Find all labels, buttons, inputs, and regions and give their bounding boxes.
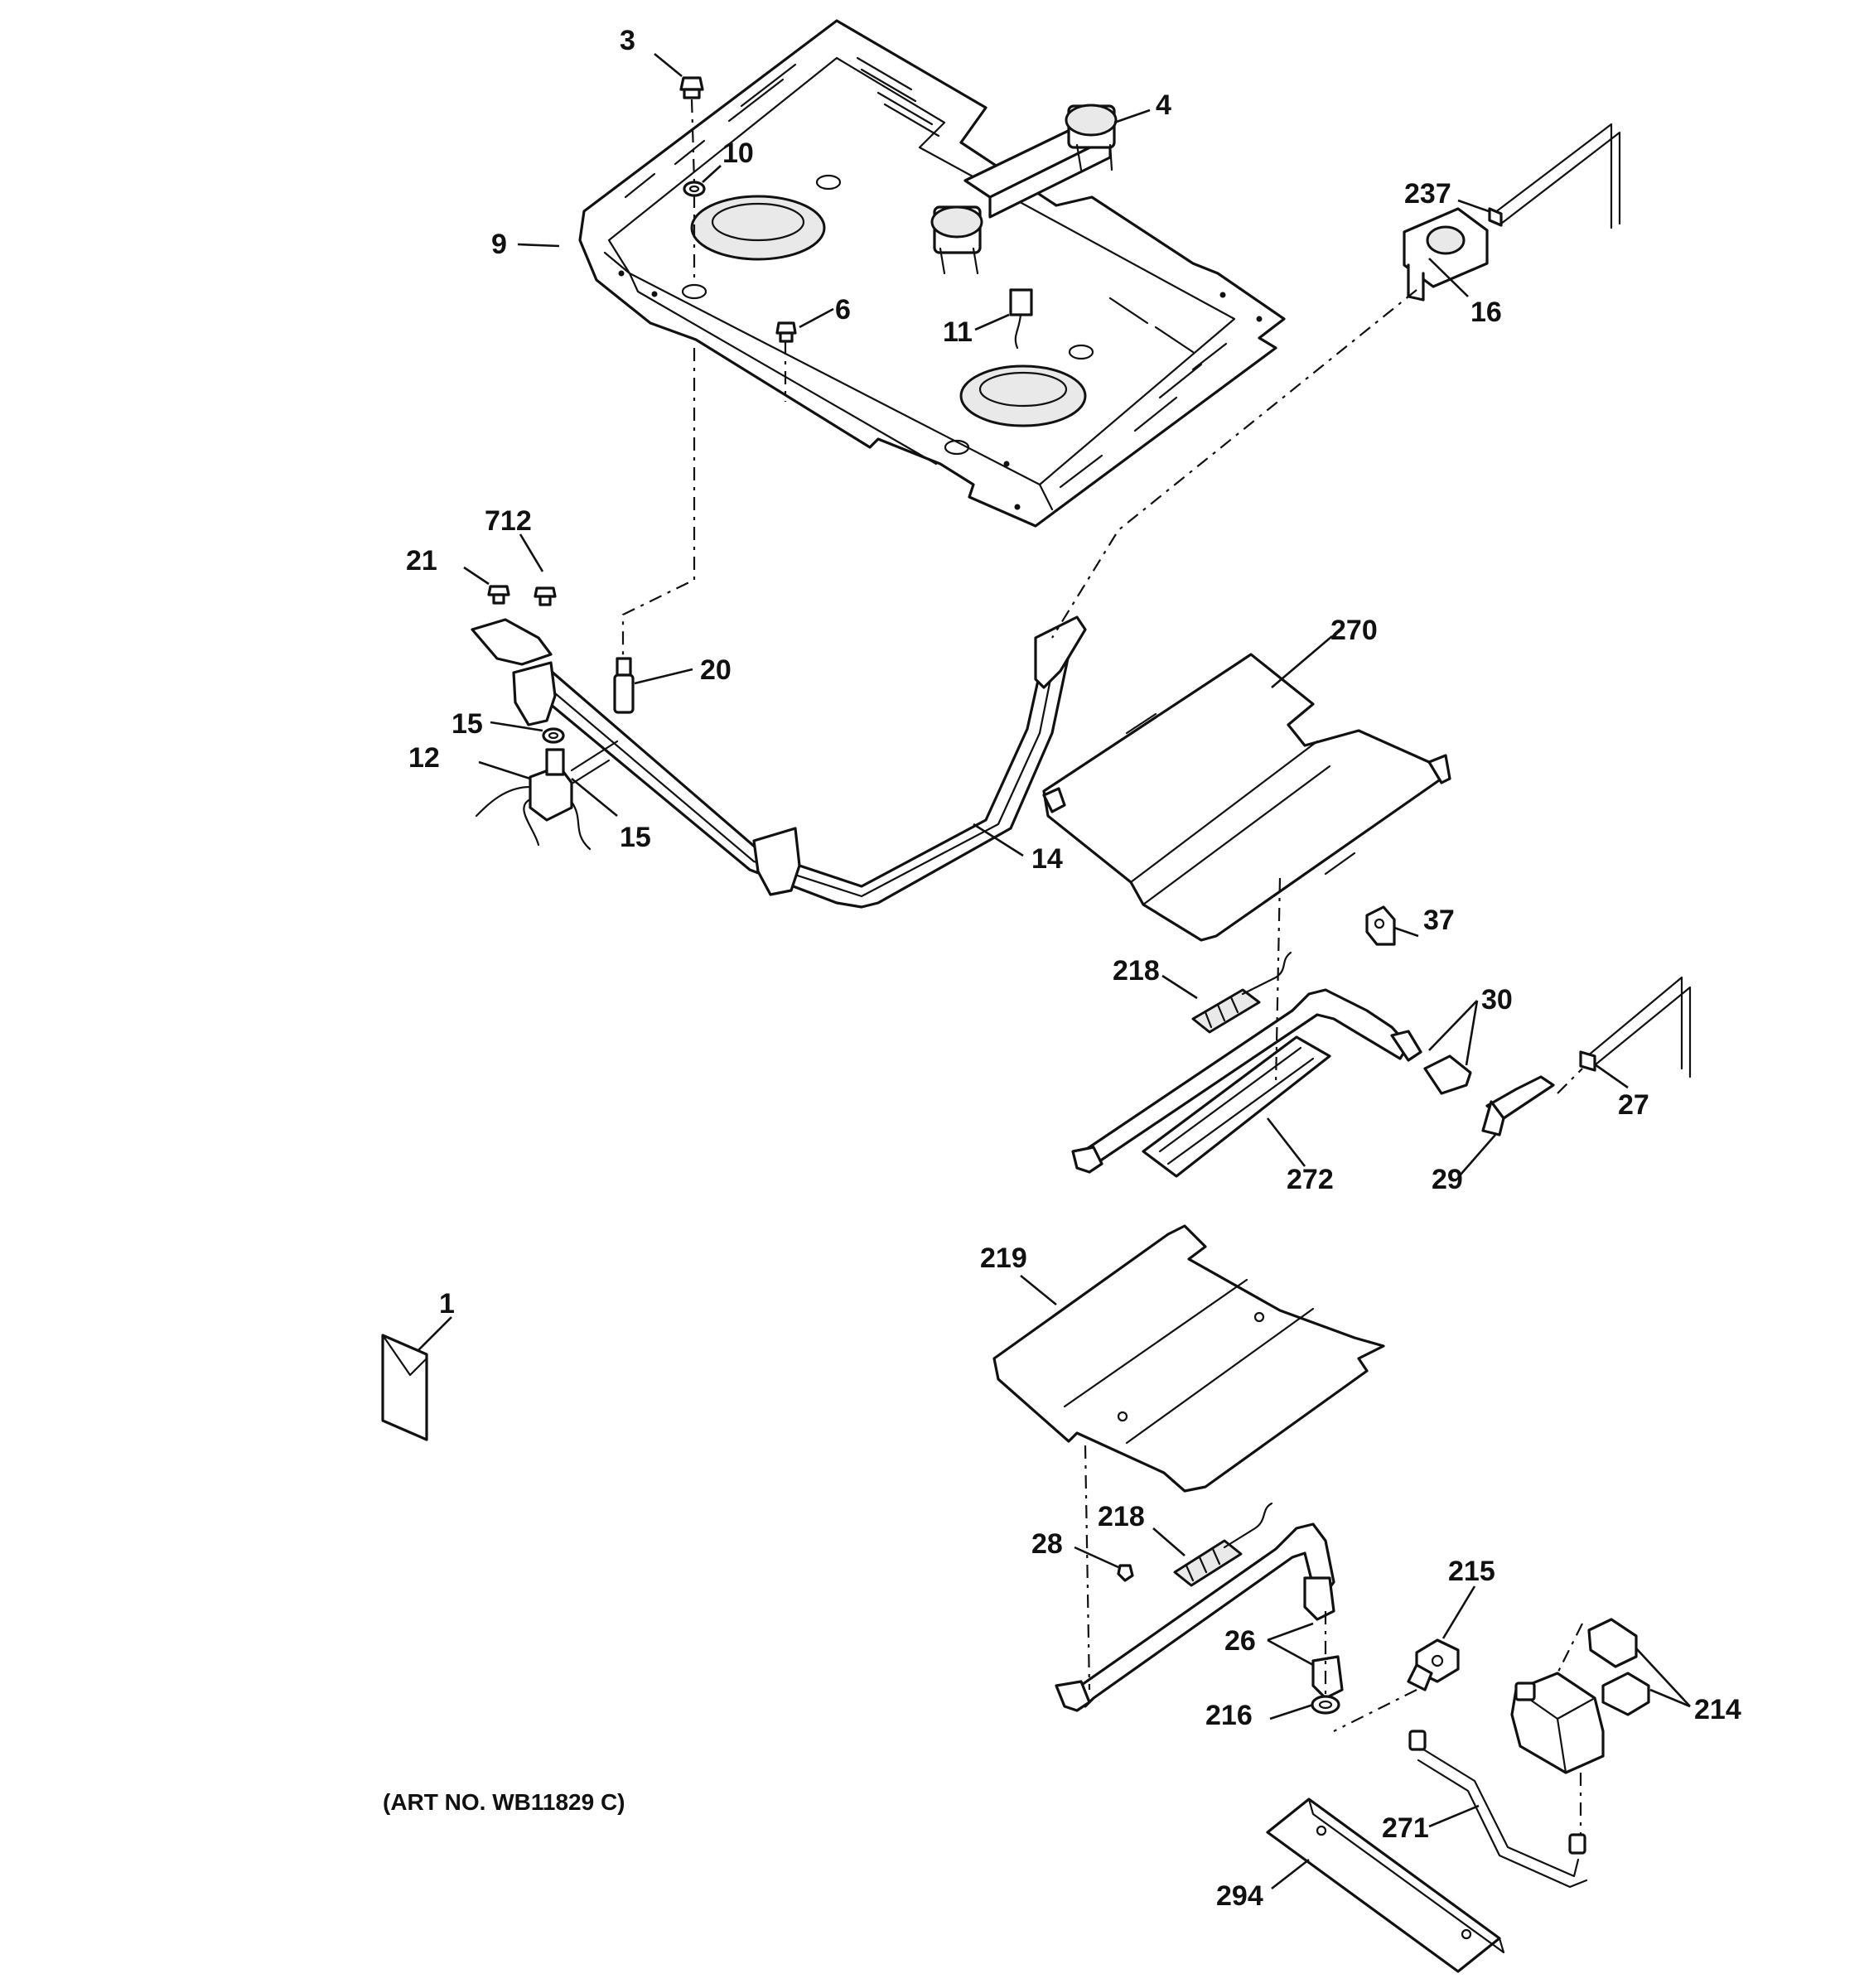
callout-9: 9	[491, 229, 507, 260]
callout-4: 4	[1156, 89, 1171, 121]
callout-15b: 15	[620, 822, 651, 853]
part-1-literature	[381, 1334, 428, 1441]
callout-11: 11	[943, 316, 973, 348]
callout-1: 1	[439, 1288, 455, 1320]
callout-218b: 218	[1098, 1501, 1145, 1532]
art-number: (ART NO. WB11829 C)	[383, 1789, 625, 1815]
leader-lines	[418, 52, 1691, 1890]
callout-218a: 218	[1113, 955, 1160, 987]
callout-16: 16	[1470, 297, 1502, 328]
callout-214: 214	[1694, 1694, 1741, 1725]
part-29-elbow	[1481, 1075, 1555, 1136]
callout-272: 272	[1287, 1164, 1334, 1195]
callout-271: 271	[1382, 1812, 1429, 1844]
part-14-manifold	[471, 615, 1087, 909]
callout-6: 6	[835, 294, 851, 326]
callout-15a: 15	[452, 708, 483, 740]
callout-21: 21	[406, 545, 437, 577]
part-10-washer	[683, 181, 706, 197]
part-37-bracket	[1365, 905, 1396, 946]
part-214-safety-valve	[1510, 1618, 1650, 1774]
part-237-fitting	[1488, 123, 1621, 229]
callout-712: 712	[485, 505, 532, 537]
callout-28: 28	[1031, 1528, 1063, 1560]
part-27-gas-line	[1579, 976, 1692, 1078]
callout-30: 30	[1481, 984, 1513, 1016]
part-4-igniter-switches	[930, 104, 1118, 275]
callout-216: 216	[1205, 1700, 1253, 1731]
callout-215: 215	[1448, 1556, 1495, 1587]
part-272-burner-baffle	[1142, 1035, 1331, 1178]
callout-270: 270	[1330, 615, 1378, 646]
alignment-lines	[621, 99, 1583, 1835]
part-16-orifice-bracket	[1403, 207, 1489, 302]
callout-37: 37	[1423, 905, 1455, 936]
part-20-orifice	[613, 657, 635, 714]
part-712-screw	[534, 586, 557, 606]
callout-14: 14	[1031, 843, 1063, 875]
part-28-clip	[1117, 1564, 1134, 1582]
callout-26: 26	[1224, 1625, 1256, 1657]
callout-27: 27	[1618, 1089, 1649, 1121]
part-218-igniter-upper	[1191, 951, 1292, 1034]
callout-10: 10	[722, 138, 754, 169]
part-12-valve	[475, 740, 619, 851]
part-26-burner-tube-lower	[1055, 1522, 1344, 1712]
part-219-shield	[992, 1224, 1385, 1493]
part-9-burner-box	[578, 19, 1286, 528]
callout-labels: 3 4 10 237 9 16 6 11 712 21 270 20 15 12…	[406, 25, 1741, 1912]
callout-3: 3	[620, 25, 635, 56]
callout-294: 294	[1216, 1880, 1263, 1912]
part-21-screw	[487, 585, 510, 605]
callout-237: 237	[1404, 178, 1451, 210]
callout-20: 20	[700, 654, 732, 686]
part-218-igniter-lower	[1173, 1502, 1273, 1587]
part-6-screw	[775, 321, 797, 343]
part-30-burner-tube-upper	[1071, 988, 1472, 1174]
part-271-gas-tube	[1408, 1730, 1588, 1889]
part-270-shield	[1042, 653, 1451, 942]
callout-12: 12	[408, 742, 440, 774]
part-15-washer	[542, 727, 565, 744]
part-11-clip	[1009, 288, 1033, 350]
part-216-nut	[1311, 1695, 1340, 1715]
callout-29: 29	[1432, 1164, 1463, 1195]
part-294-angle-bracket	[1266, 1797, 1505, 1973]
callout-219: 219	[980, 1242, 1027, 1274]
part-215-bracket	[1407, 1638, 1460, 1691]
part-3-screw	[679, 76, 704, 99]
